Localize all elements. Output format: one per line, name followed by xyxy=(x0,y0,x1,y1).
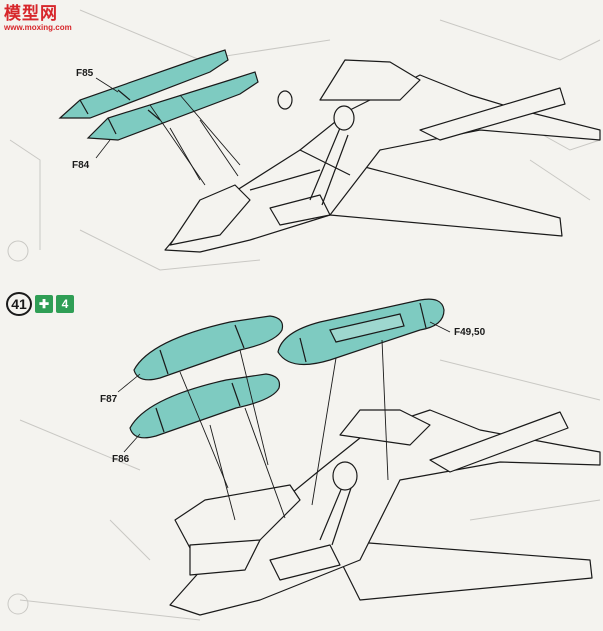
leader-lines-top xyxy=(95,77,119,159)
logo-text: 模型网 xyxy=(4,4,58,23)
glue-icon: ✚ xyxy=(35,295,53,313)
step-number: 41 xyxy=(6,292,32,316)
attach-lines-bottom xyxy=(179,339,389,521)
step-numbered-icon: 4 xyxy=(56,295,74,313)
label-f86: F86 xyxy=(112,454,130,465)
step-marker: 41 ✚ 4 xyxy=(6,291,74,317)
aircraft-top xyxy=(164,59,601,253)
background-ghost-drawing xyxy=(7,9,601,621)
landing-gear-bottom xyxy=(319,461,358,546)
logo-url: www.moxing.com xyxy=(4,23,72,32)
leader-lines-bottom xyxy=(117,321,451,453)
logo-watermark: 模型网 www.moxing.com xyxy=(4,5,82,39)
label-f87: F87 xyxy=(100,394,118,405)
part-f86-tank xyxy=(129,373,281,439)
label-f49-50: F49,50 xyxy=(454,327,486,338)
landing-gear-top xyxy=(277,90,355,206)
attach-lines-top xyxy=(149,94,241,186)
aircraft-bottom xyxy=(169,409,601,616)
label-f84: F84 xyxy=(72,160,90,171)
part-f49-50-pod xyxy=(277,298,445,366)
part-f84-tank xyxy=(86,71,259,141)
part-f85-tank xyxy=(58,49,229,119)
part-f87-tank xyxy=(133,315,284,381)
label-f85: F85 xyxy=(76,68,94,79)
